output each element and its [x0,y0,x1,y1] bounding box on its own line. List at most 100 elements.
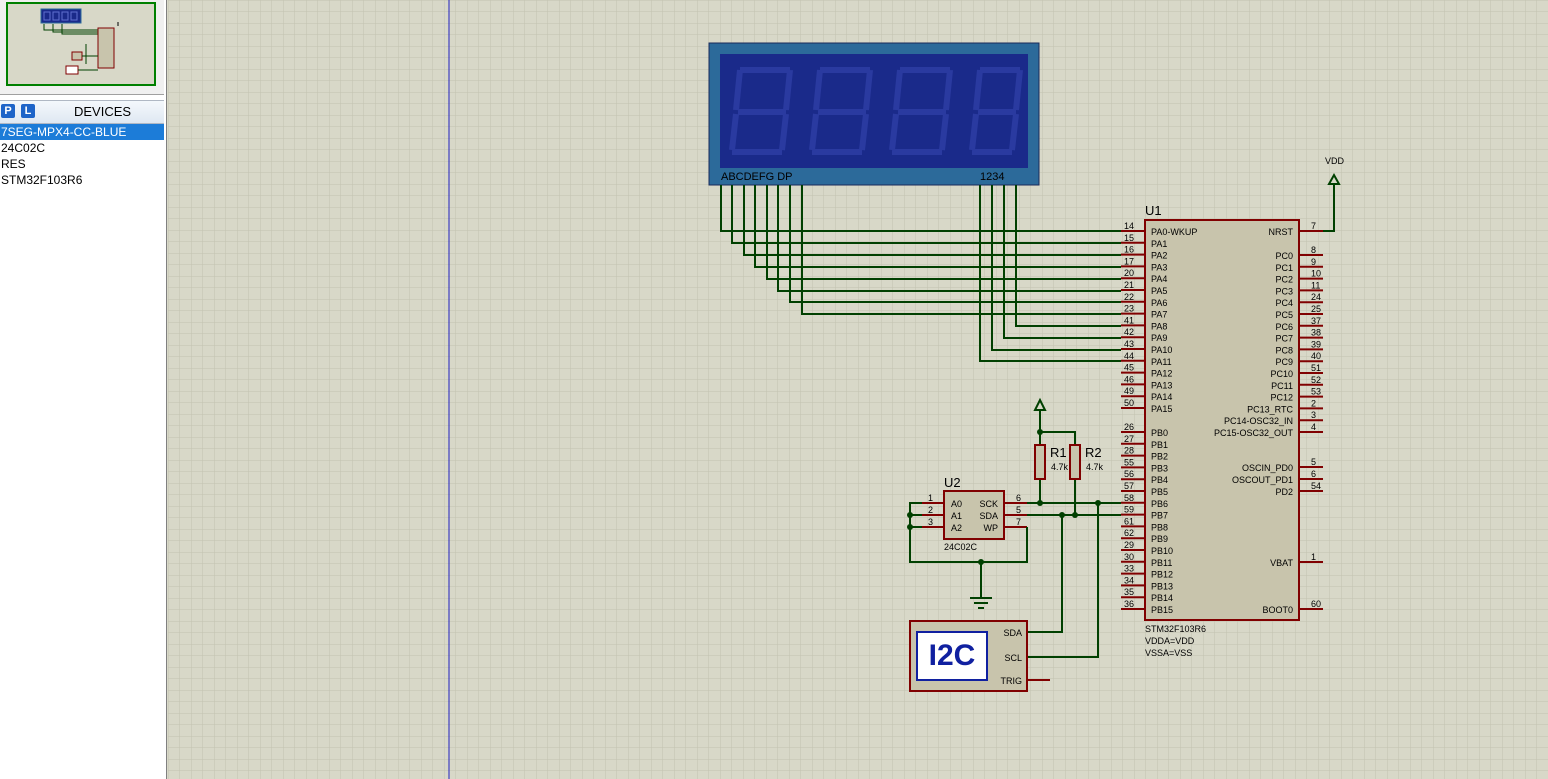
device-item-res[interactable]: RES [1,157,26,171]
mcu-pin-num: 52 [1311,375,1321,385]
mcu-pin-name: PA11 [1151,357,1172,367]
mcu-pin-name: PB12 [1151,570,1173,580]
mcu-pin-name: PC15-OSC32_OUT [1214,428,1294,438]
mcu-pin-name: PA7 [1151,310,1167,320]
mcu-pin-name: PA1 [1151,239,1167,249]
mcu-pin-num: 28 [1124,446,1134,456]
mcu-pin-name: PB3 [1151,463,1168,473]
mcu-pin-name: PA0-WKUP [1151,227,1197,237]
mcu-pin-num: 1 [1311,552,1316,562]
mcu-pin-name: PB10 [1151,546,1173,556]
mcu-pin-num: 20 [1124,268,1134,278]
mcu-pin-num: 51 [1311,363,1321,373]
schematic-canvas[interactable]: ABCDEFG DP 1234 VDD U1 STM32F103R6 VDDA=… [168,0,1548,779]
mcu-right-pins: 7NRST8PC09PC110PC211PC324PC425PC537PC638… [1214,221,1323,615]
mcu-pin-num: 34 [1124,575,1134,585]
mcu-pin-num: 40 [1311,351,1321,361]
mcu-pin-name: PC10 [1270,369,1293,379]
mcu-pin-num: 61 [1124,516,1134,526]
eeprom-pin-name: SDA [979,511,998,521]
mcu-pin-num: 54 [1311,481,1321,491]
resistor-r2[interactable]: R2 4.7k [1069,444,1104,480]
i2c-pin-sda: SDA [1003,628,1022,638]
mcu-pin-num: 27 [1124,434,1134,444]
mcu-ref: U1 [1145,203,1162,218]
resistor-r1[interactable]: R1 4.7k [1034,444,1069,480]
library-manager-button[interactable]: L [21,104,35,118]
mcu-pin-num: 9 [1311,257,1316,267]
display-wires [720,185,1121,362]
seven-segment-display[interactable]: ABCDEFG DP 1234 [708,42,1040,186]
pick-device-button[interactable]: P [1,104,15,118]
mcu-pin-name: PC5 [1275,310,1293,320]
overview-window[interactable] [0,0,164,95]
i2c-pin-trig: TRIG [1001,676,1023,686]
mcu-u1[interactable]: U1 STM32F103R6 VDDA=VDD VSSA=VSS 14PA0-W… [1121,203,1323,658]
mcu-pin-num: 33 [1124,564,1134,574]
junction-dots [907,429,1101,565]
mcu-pin-num: 8 [1311,245,1316,255]
digit-segments [729,67,1023,155]
mcu-pin-num: 44 [1124,351,1134,361]
device-item-24c02c[interactable]: 24C02C [1,141,46,155]
mcu-pin-num: 26 [1124,422,1134,432]
mcu-pin-name: OSCIN_PD0 [1242,463,1293,473]
mcu-pin-num: 23 [1124,304,1134,314]
mcu-pin-num: 4 [1311,422,1316,432]
display-segment-labels: ABCDEFG DP [721,171,793,183]
r2-value: 4.7k [1086,462,1104,472]
i2c-pin-scl: SCL [1004,653,1022,663]
ground-icon[interactable] [970,597,992,609]
overview-viewport[interactable] [6,2,156,86]
mcu-pin-name: PC9 [1275,357,1293,367]
vdd-label: VDD [1325,156,1345,166]
mcu-pin-name: VBAT [1270,558,1293,568]
devices-title: DEVICES [74,104,132,119]
mcu-pin-name: PC8 [1275,345,1293,355]
mcu-pin-num: 50 [1124,398,1134,408]
mcu-pin-num: 25 [1311,304,1321,314]
mcu-pin-name: PA13 [1151,380,1172,390]
mcu-pin-num: 60 [1311,599,1321,609]
mcu-pin-num: 49 [1124,386,1134,396]
mcu-pin-name: PB0 [1151,428,1168,438]
mcu-pin-num: 15 [1124,233,1134,243]
eeprom-pin-num: 1 [928,493,933,503]
mcu-pin-name: PB11 [1151,558,1172,568]
device-list: 7SEG-MPX4-CC-BLUE 24C02C RES STM32F103R6 [0,124,164,188]
eeprom-pin-name: A2 [951,523,962,533]
mcu-pin-name: PC0 [1275,251,1293,261]
mcu-pin-num: 46 [1124,374,1134,384]
mcu-pin-num: 7 [1311,221,1316,231]
mcu-pin-num: 55 [1124,457,1134,467]
eeprom-pin-name: A0 [951,499,962,509]
mcu-pin-name: PA12 [1151,369,1172,379]
mcu-pin-num: 3 [1311,410,1316,420]
mcu-pin-num: 30 [1124,552,1134,562]
device-item-7seg[interactable]: 7SEG-MPX4-CC-BLUE [0,124,164,140]
mcu-pin-name: PC2 [1275,275,1293,285]
mcu-pin-name: PB14 [1151,593,1173,603]
mcu-pin-name: PA6 [1151,298,1167,308]
mcu-pin-num: 11 [1311,280,1320,290]
mcu-pin-num: 57 [1124,481,1134,491]
mcu-pin-num: 14 [1124,221,1134,231]
mcu-pin-num: 10 [1311,269,1321,279]
mcu-pin-num: 6 [1311,469,1316,479]
mcu-pin-num: 58 [1124,493,1134,503]
mcu-pin-num: 41 [1124,315,1134,325]
mcu-pin-num: 59 [1124,505,1134,515]
mcu-pin-name: PB9 [1151,534,1168,544]
mcu-pin-name: PC6 [1275,322,1293,332]
mcu-pin-name: PB15 [1151,605,1173,615]
i2c-debugger[interactable]: I2C SDA SCL TRIG [909,620,1050,692]
mcu-left-pins: 14PA0-WKUP15PA116PA217PA320PA421PA522PA6… [1121,221,1197,615]
eeprom-u2[interactable]: U2 24C02C 1 2 3 A0 A1 A2 6 5 7 SCK SDA W… [922,475,1027,552]
mcu-pin-num: 39 [1311,339,1321,349]
device-item-stm32[interactable]: STM32F103R6 [1,173,83,187]
eeprom-pin-name: SCK [979,499,998,509]
mcu-pin-name: BOOT0 [1262,605,1293,615]
mcu-pin-name: PD2 [1275,487,1293,497]
pullup-power-terminal[interactable] [1033,397,1047,411]
eeprom-pin-num: 6 [1016,493,1021,503]
